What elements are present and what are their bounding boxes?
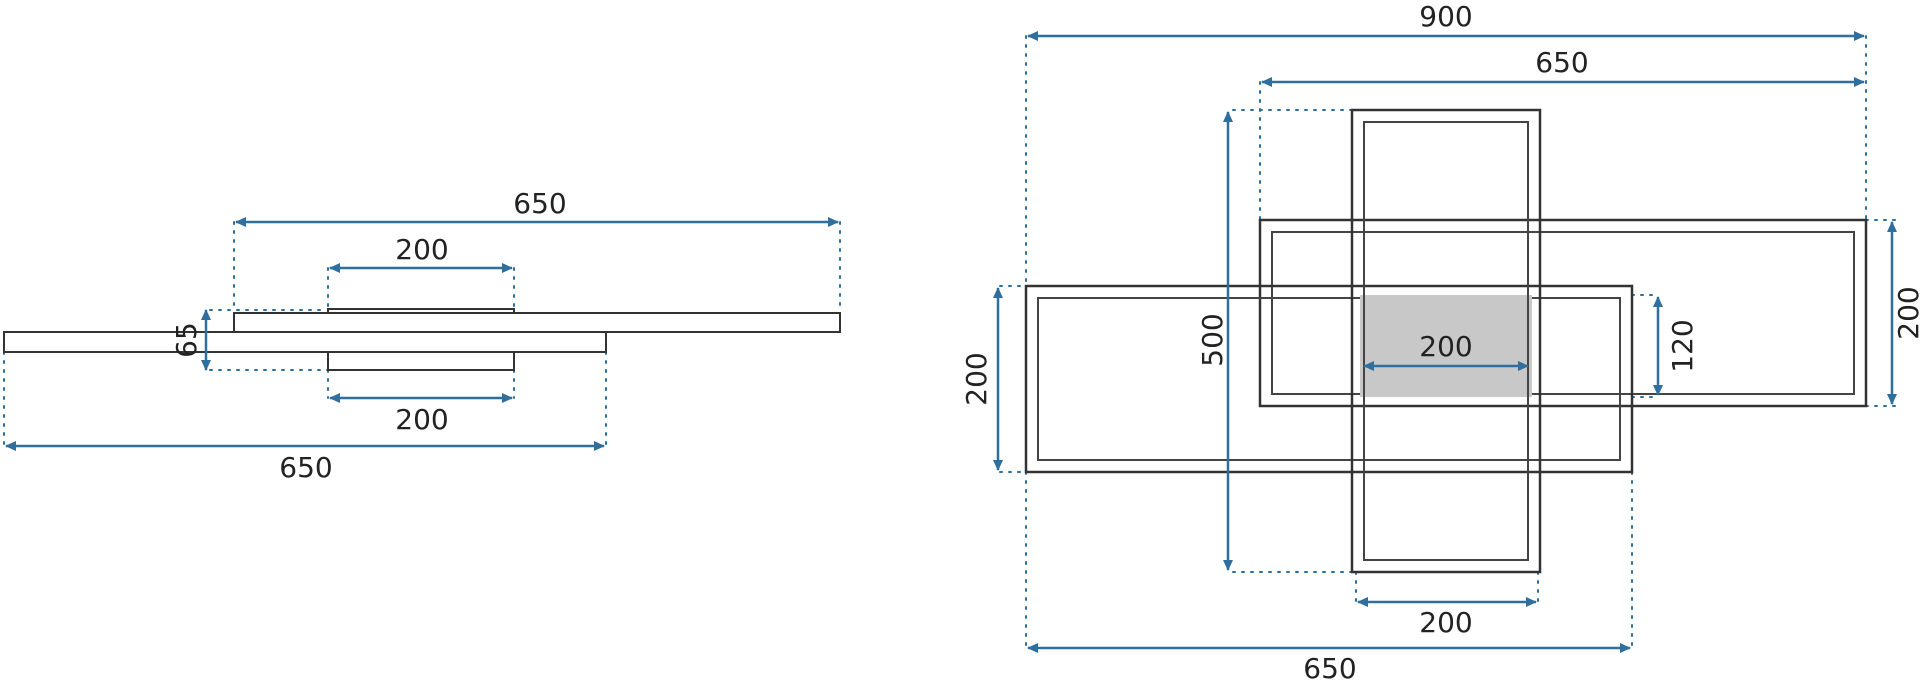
vertical-frame-inner [1363,121,1529,561]
label-right-frame-height: 200 [1892,286,1922,339]
label-top-length: 650 [513,187,566,220]
upper-mount-plate [327,308,515,314]
label-height: 65 [170,322,203,358]
label-right-frame-width: 650 [1535,46,1588,79]
label-bottom-mount-width: 200 [395,403,448,436]
label-vertical-frame-height: 500 [1196,313,1229,366]
side-view: 650 200 65 200 650 [3,187,841,484]
label-bottom-length: 650 [279,451,332,484]
label-top-mount-width: 200 [395,233,448,266]
label-overall-width: 900 [1419,0,1472,33]
label-panel-height: 120 [1666,319,1699,372]
lower-mount-plate [327,351,515,371]
label-left-frame-height: 200 [960,352,993,405]
right-horizontal-frame-inner [1271,231,1855,395]
right-horizontal-frame-outer [1258,218,1868,408]
label-vertical-frame-width: 200 [1419,606,1472,639]
led-panel [1360,295,1532,397]
lower-frame-bar [3,331,607,353]
vertical-frame-outer [1350,108,1542,574]
left-horizontal-frame-inner [1037,297,1621,461]
label-panel-width: 200 [1419,330,1472,363]
top-view: 900 650 500 200 120 200 200 200 650 [960,0,1922,680]
upper-frame-bar [233,312,841,333]
left-horizontal-frame-outer [1024,284,1634,474]
label-left-frame-width: 650 [1303,652,1356,680]
